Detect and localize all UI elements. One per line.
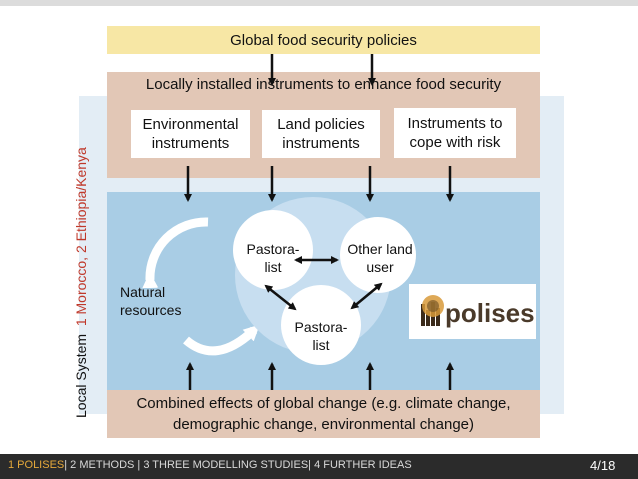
instrument-line: Instruments to	[407, 115, 503, 132]
pastoralist-1-line: list	[264, 259, 282, 275]
side-label-regions: 1 Morocco, 2 Ethiopia/Kenya	[73, 147, 89, 327]
global-policy-label: Global food security policies	[230, 31, 417, 49]
pastoralist-1-label: Pastora-list	[240, 240, 306, 276]
local-system-side-label: Local System 1 Morocco, 2 Ethiopia/Kenya	[68, 98, 94, 418]
other-land-user-circle	[340, 217, 416, 293]
polises-logo: polises	[409, 284, 536, 339]
instruments-title: Locally installed instruments to enhance…	[145, 76, 502, 93]
instrument-box-risk: Instruments to cope with risk	[394, 108, 516, 158]
natural-resources-line: resources	[120, 302, 182, 318]
instrument-line: cope with risk	[409, 134, 501, 151]
arrow-actor-right-diag	[350, 282, 383, 310]
instrument-line: Land policies	[277, 116, 365, 133]
footer-active-section[interactable]: 1 POLISES	[8, 459, 65, 471]
instrument-line: Environmental	[142, 116, 239, 133]
instrument-line: instruments	[282, 135, 360, 152]
pastoralist-2-label: Pastora-list	[288, 318, 354, 354]
arrow-actor-left-diag	[264, 284, 297, 311]
global-change-box: Combined effects of global change (e.g. …	[107, 390, 540, 438]
cycle-arrow-lower	[183, 324, 260, 356]
footer-bar	[0, 454, 638, 479]
global-change-line: Combined effects of global change (e.g. …	[136, 395, 511, 412]
global-policy-box: Global food security policies	[107, 26, 540, 54]
top-border-strip	[0, 0, 638, 6]
footer-other-sections[interactable]: | 2 METHODS | 3 THREE MODELLING STUDIES|…	[64, 459, 412, 471]
other-land-user-line: user	[366, 259, 394, 275]
side-label-prefix: Local System	[73, 333, 89, 418]
instrument-line: instruments	[151, 135, 230, 152]
pastoralist-circle-1	[233, 210, 313, 290]
other-land-user-line: Other land	[347, 241, 413, 257]
natural-resources-line: Natural	[120, 284, 166, 300]
polises-logo-icon: polises	[421, 295, 535, 328]
page-number: 4/18	[590, 458, 616, 473]
cycle-arrow-upper	[142, 217, 209, 289]
pastoralist-circle-2	[281, 285, 361, 365]
footer-nav: 1 POLISES| 2 METHODS | 3 THREE MODELLING…	[8, 459, 412, 471]
other-land-user-label: Other land user	[338, 240, 422, 276]
instrument-box-land-policies: Land policies instruments	[262, 110, 380, 158]
pastoralist-2-line: list	[312, 337, 330, 353]
pastoralist-2-line: Pastora-	[294, 319, 348, 335]
global-change-line: demographic change, environmental change…	[172, 416, 475, 433]
instrument-box-environmental: Environmental instruments	[131, 110, 250, 158]
polises-logo-text: polises	[445, 298, 535, 328]
natural-resources-label: Natural resources	[120, 283, 200, 319]
pastoralist-1-line: Pastora-	[246, 241, 300, 257]
